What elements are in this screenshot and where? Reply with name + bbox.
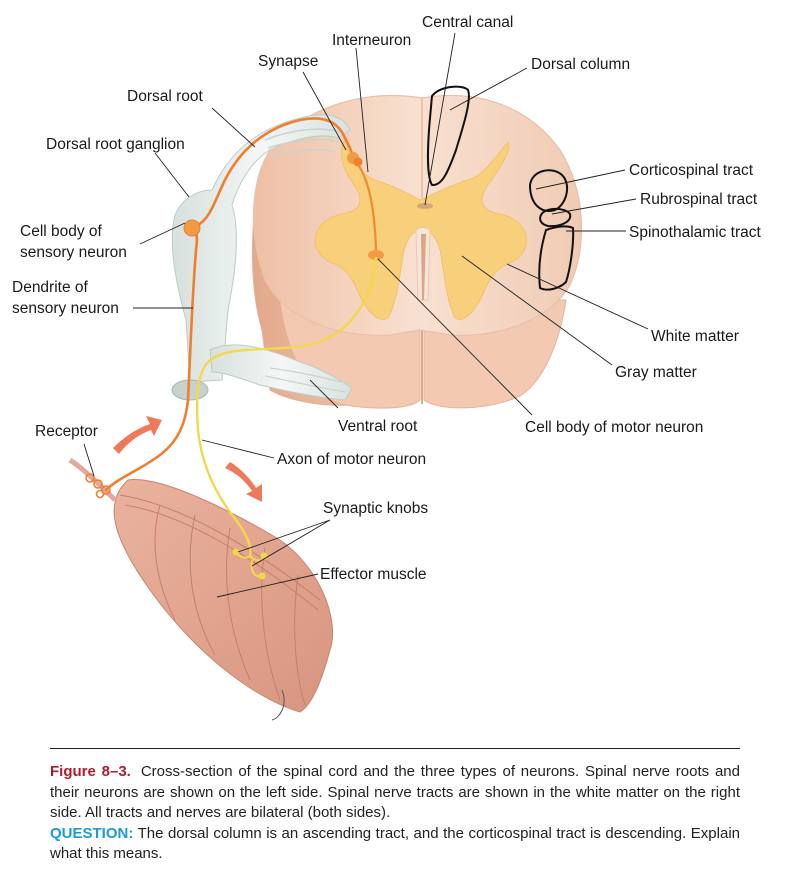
label-dendrite-sensory-line2: sensory neuron (12, 300, 119, 317)
dorsal-root-sheath (171, 114, 351, 383)
caption-text: Cross-section of the spinal cord and the… (50, 763, 740, 821)
sensory-neuron-cell-body (183, 219, 201, 237)
anterior-fissure-inner (421, 234, 426, 300)
muscle-fascicle-lines (119, 494, 321, 706)
label-rubrospinal-tract: Rubrospinal tract (640, 191, 758, 208)
tract-outlines (427, 85, 575, 291)
spinal-cord (251, 94, 583, 409)
interneuron-cell-body (353, 157, 363, 167)
label-interneuron: Interneuron (332, 32, 412, 49)
label-effector-muscle: Effector muscle (320, 566, 427, 583)
label-cell-body-motor: Cell body of motor neuron (525, 419, 704, 436)
label-dendrite-sensory-line1: Dendrite of (12, 279, 88, 296)
leader-ventral-root (309, 379, 339, 409)
motor-neuron-axon (195, 256, 378, 558)
leader-axon-motor (201, 439, 275, 459)
dorsal-rootlet (271, 149, 336, 157)
label-synapse: Synapse (258, 53, 319, 70)
interneuron-fiber (357, 163, 378, 256)
leader-cell-body-motor (377, 258, 533, 416)
leader-dorsal-root-ganglion (154, 152, 190, 198)
central-canal (417, 203, 433, 209)
leader-dorsal-column (449, 67, 528, 111)
leader-effector-muscle (216, 573, 319, 598)
leader-synapse (302, 71, 347, 151)
label-receptor: Receptor (35, 423, 98, 440)
impulse-arrow-down-icon (225, 462, 262, 502)
muscle-tendon-thread (271, 689, 285, 721)
rubrospinal-tract-outline (539, 207, 572, 228)
sensory-neuron-axon (194, 117, 354, 228)
dorsal-rootlet (264, 128, 341, 141)
leader-receptor (83, 443, 95, 477)
question-label: QUESTION: (50, 824, 134, 842)
caption-divider (50, 748, 740, 749)
leader-rubrospinal (551, 198, 637, 215)
spinal-cord-diagram (68, 32, 649, 721)
sensory-neuron-dendrite (104, 226, 199, 492)
leader-central-canal (424, 32, 456, 206)
sensory-neuron (104, 117, 354, 492)
leader-lines (83, 32, 649, 598)
leader-gray-matter (461, 255, 613, 366)
figure-caption: Figure 8–3.Cross-section of the spinal c… (50, 762, 740, 865)
impulse-arrow-up-icon (113, 416, 162, 454)
leader-dorsal-root (211, 107, 256, 148)
label-synaptic-knobs: Synaptic knobs (323, 500, 429, 517)
receptor (68, 457, 117, 502)
label-axon-motor: Axon of motor neuron (277, 451, 427, 468)
dorsal-rootlet (267, 138, 339, 149)
label-white-matter: White matter (651, 328, 739, 345)
leader-cell-body-sensory (139, 222, 186, 245)
leader-white-matter (506, 263, 649, 330)
label-dorsal-root: Dorsal root (127, 88, 203, 105)
label-ventral-root: Ventral root (338, 418, 418, 435)
figure-number: Figure 8–3. (50, 763, 131, 780)
label-dorsal-root-ganglion: Dorsal root ganglion (46, 136, 185, 153)
ventral-rootlet (264, 375, 347, 393)
label-cell-body-sensory-line2: sensory neuron (20, 244, 127, 261)
leader-synaptic-knob-1 (237, 519, 331, 553)
label-spinothalamic-tract: Spinothalamic tract (629, 224, 761, 241)
effector-muscle (113, 479, 334, 721)
receptor-coils (85, 473, 111, 499)
leader-interneuron (355, 47, 369, 173)
label-central-canal: Central canal (422, 14, 514, 31)
label-gray-matter: Gray matter (615, 364, 697, 381)
corticospinal-tract-outline (528, 169, 569, 212)
leader-corticospinal (535, 169, 626, 190)
receptor-skin-fiber (68, 457, 117, 502)
dorsal-column-outline (427, 85, 470, 186)
label-cell-body-sensory-line1: Cell body of (20, 223, 102, 240)
spinothalamic-tract-outline (538, 225, 575, 291)
label-dorsal-column: Dorsal column (531, 56, 631, 73)
synaptic-knobs (232, 548, 268, 580)
ventral-rootlet (269, 367, 351, 385)
leader-synaptic-knob-2 (251, 519, 331, 567)
label-corticospinal-tract: Corticospinal tract (629, 162, 754, 179)
question-text: The dorsal column is an ascending tract,… (50, 824, 740, 863)
motor-neuron-cell-body (368, 250, 384, 260)
